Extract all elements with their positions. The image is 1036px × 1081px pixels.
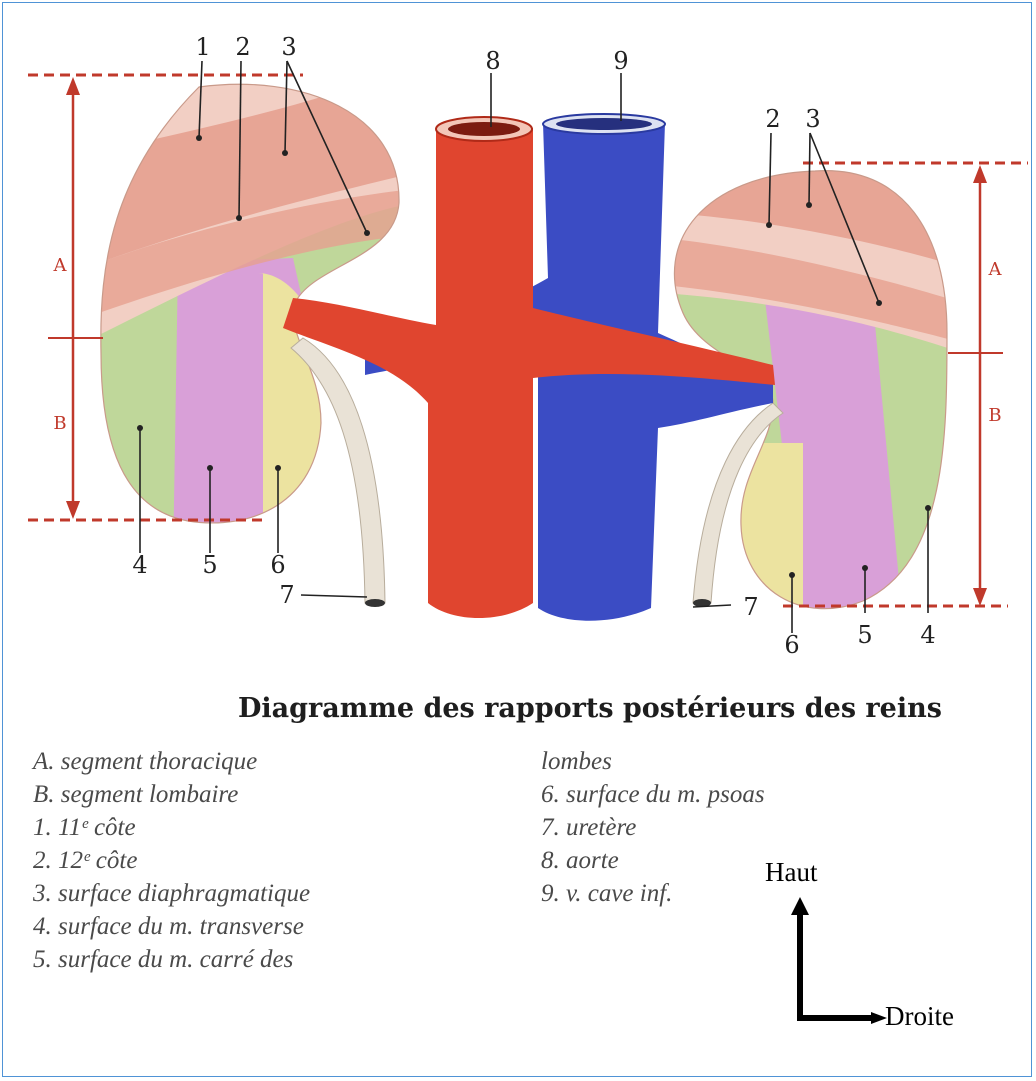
legend-item: 1. 11ᵉ côte <box>33 811 310 844</box>
legend-item: 7. uretère <box>541 811 765 844</box>
label-6-left: 6 <box>270 551 285 579</box>
diagram-title: Diagramme des rapports postérieurs des r… <box>238 693 942 724</box>
label-6-right: 6 <box>784 631 799 659</box>
arrowhead-right-down <box>973 588 987 606</box>
legend-item: 5. surface du m. carré des <box>33 943 310 976</box>
label-5-right: 5 <box>857 621 872 649</box>
label-9-vena-cava: 9 <box>613 47 628 75</box>
orientation-arrows-icon <box>783 891 893 1031</box>
legend-column-2: lombes 6. surface du m. psoas 7. uretère… <box>541 745 765 910</box>
segment-b-right: B <box>988 405 1001 426</box>
label-3-left: 3 <box>281 33 296 61</box>
aorta-lumen <box>448 122 520 136</box>
vena-cava-lumen <box>556 118 652 130</box>
legend-item: 9. v. cave inf. <box>541 877 765 910</box>
legend-item: lombes <box>541 745 765 778</box>
arrowhead-left-down <box>66 501 80 519</box>
kidney-diagram: 1 2 3 4 5 6 7 8 9 2 3 4 5 6 7 A B A B <box>3 3 1033 693</box>
legend-item: A. segment thoracique <box>33 745 310 778</box>
arrowhead-left-up <box>66 77 80 95</box>
legend-column-1: A. segment thoracique B. segment lombair… <box>33 745 310 976</box>
segment-a-left: A <box>53 255 68 276</box>
label-7-left: 7 <box>279 581 294 609</box>
label-7-right: 7 <box>743 593 758 621</box>
legend-item: 4. surface du m. transverse <box>33 910 310 943</box>
orientation-right-label: Droite <box>885 1001 954 1032</box>
label-2-left: 2 <box>235 33 250 61</box>
label-4-right: 4 <box>920 621 935 649</box>
label-1-left: 1 <box>195 33 210 61</box>
label-2-right: 2 <box>765 105 780 133</box>
label-8-aorta: 8 <box>485 47 500 75</box>
legend-item: B. segment lombaire <box>33 778 310 811</box>
label-4-left: 4 <box>132 551 147 579</box>
arrowhead-right-up <box>973 165 987 183</box>
segment-a-right: A <box>988 259 1003 280</box>
label-3-right: 3 <box>805 105 820 133</box>
orientation-up-label: Haut <box>765 857 817 888</box>
segment-b-left: B <box>53 413 66 434</box>
legend-item: 3. surface diaphragmatique <box>33 877 310 910</box>
ureter-left-end <box>365 599 385 607</box>
label-5-left: 5 <box>202 551 217 579</box>
legend-item: 2. 12ᵉ côte <box>33 844 310 877</box>
legend-item: 8. aorte <box>541 844 765 877</box>
legend-item: 6. surface du m. psoas <box>541 778 765 811</box>
